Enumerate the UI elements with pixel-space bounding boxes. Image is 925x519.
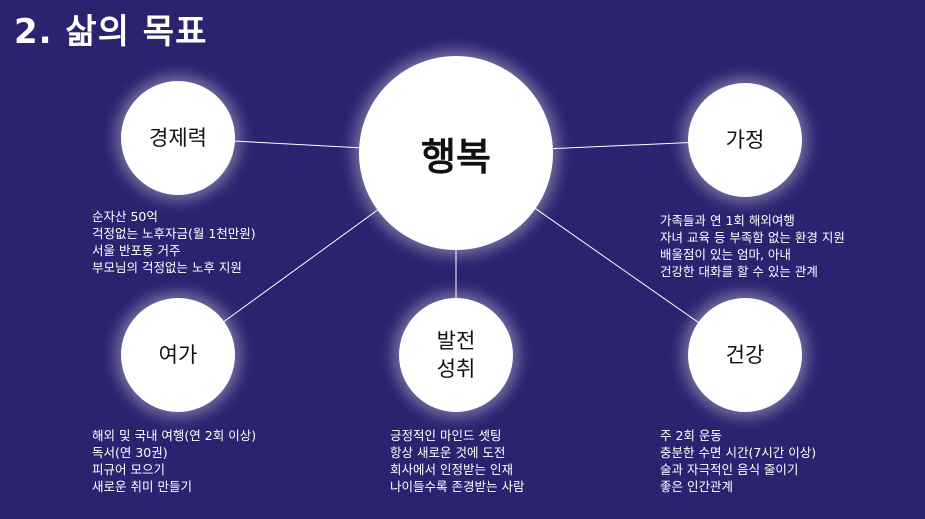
page-title: 2. 삶의 목표 xyxy=(14,12,208,52)
growth-goals: 긍정적인 마인드 셋팅 항상 새로운 것에 도전 회사에서 인정받는 인재 나이… xyxy=(390,427,524,495)
node-family: 가정 xyxy=(688,83,802,197)
goal-item: 순자산 50억 xyxy=(92,209,158,224)
center-node-happiness: 행복 xyxy=(359,56,553,250)
health-goals: 주 2회 운동 충분한 수면 시간(7시간 이상) 술과 자극적인 음식 줄이기… xyxy=(660,427,816,495)
goal-item: 건강한 대화를 할 수 있는 관계 xyxy=(660,264,818,279)
goal-item: 충분한 수면 시간(7시간 이상) xyxy=(660,445,817,460)
node-economy: 경제력 xyxy=(121,81,235,195)
leisure-goals: 해외 및 국내 여행(연 2회 이상) 독서(연 30권) 피규어 모으기 새로… xyxy=(92,427,256,495)
goal-item: 피규어 모으기 xyxy=(92,462,165,477)
goal-item: 긍정적인 마인드 셋팅 xyxy=(390,428,502,443)
family-goals: 가족들과 연 1회 해외여행 자녀 교육 등 부족함 없는 환경 지원 배울점이… xyxy=(660,212,845,280)
node-growth-line1: 발전 xyxy=(436,329,476,353)
goal-item: 주 2회 운동 xyxy=(660,428,722,443)
goal-item: 부모님의 걱정없는 노후 지원 xyxy=(92,260,242,275)
goal-item: 해외 및 국내 여행(연 2회 이상) xyxy=(92,428,257,443)
goal-item: 걱정없는 노후자금(월 1천만원) xyxy=(92,226,256,241)
goal-item: 가족들과 연 1회 해외여행 xyxy=(660,213,795,228)
goal-item: 배울점이 있는 엄마, 아내 xyxy=(660,247,791,262)
goal-item: 나이들수록 존경받는 사람 xyxy=(390,479,525,494)
node-health: 건강 xyxy=(688,298,802,412)
goal-item: 술과 자극적인 음식 줄이기 xyxy=(660,462,799,477)
goal-item: 새로운 취미 만들기 xyxy=(92,479,192,494)
goal-item: 자녀 교육 등 부족함 없는 환경 지원 xyxy=(660,230,845,245)
goal-item: 항상 새로운 것에 도전 xyxy=(390,445,506,460)
node-growth-line2: 성취 xyxy=(436,357,476,381)
node-leisure: 여가 xyxy=(121,298,235,412)
economy-goals: 순자산 50억 걱정없는 노후자금(월 1천만원) 서울 반포동 거주 부모님의… xyxy=(92,208,256,276)
goal-item: 좋은 인간관계 xyxy=(660,479,733,494)
goal-item: 독서(연 30권) xyxy=(92,445,168,460)
goal-item: 회사에서 인정받는 인재 xyxy=(390,462,513,477)
goal-item: 서울 반포동 거주 xyxy=(92,243,181,258)
